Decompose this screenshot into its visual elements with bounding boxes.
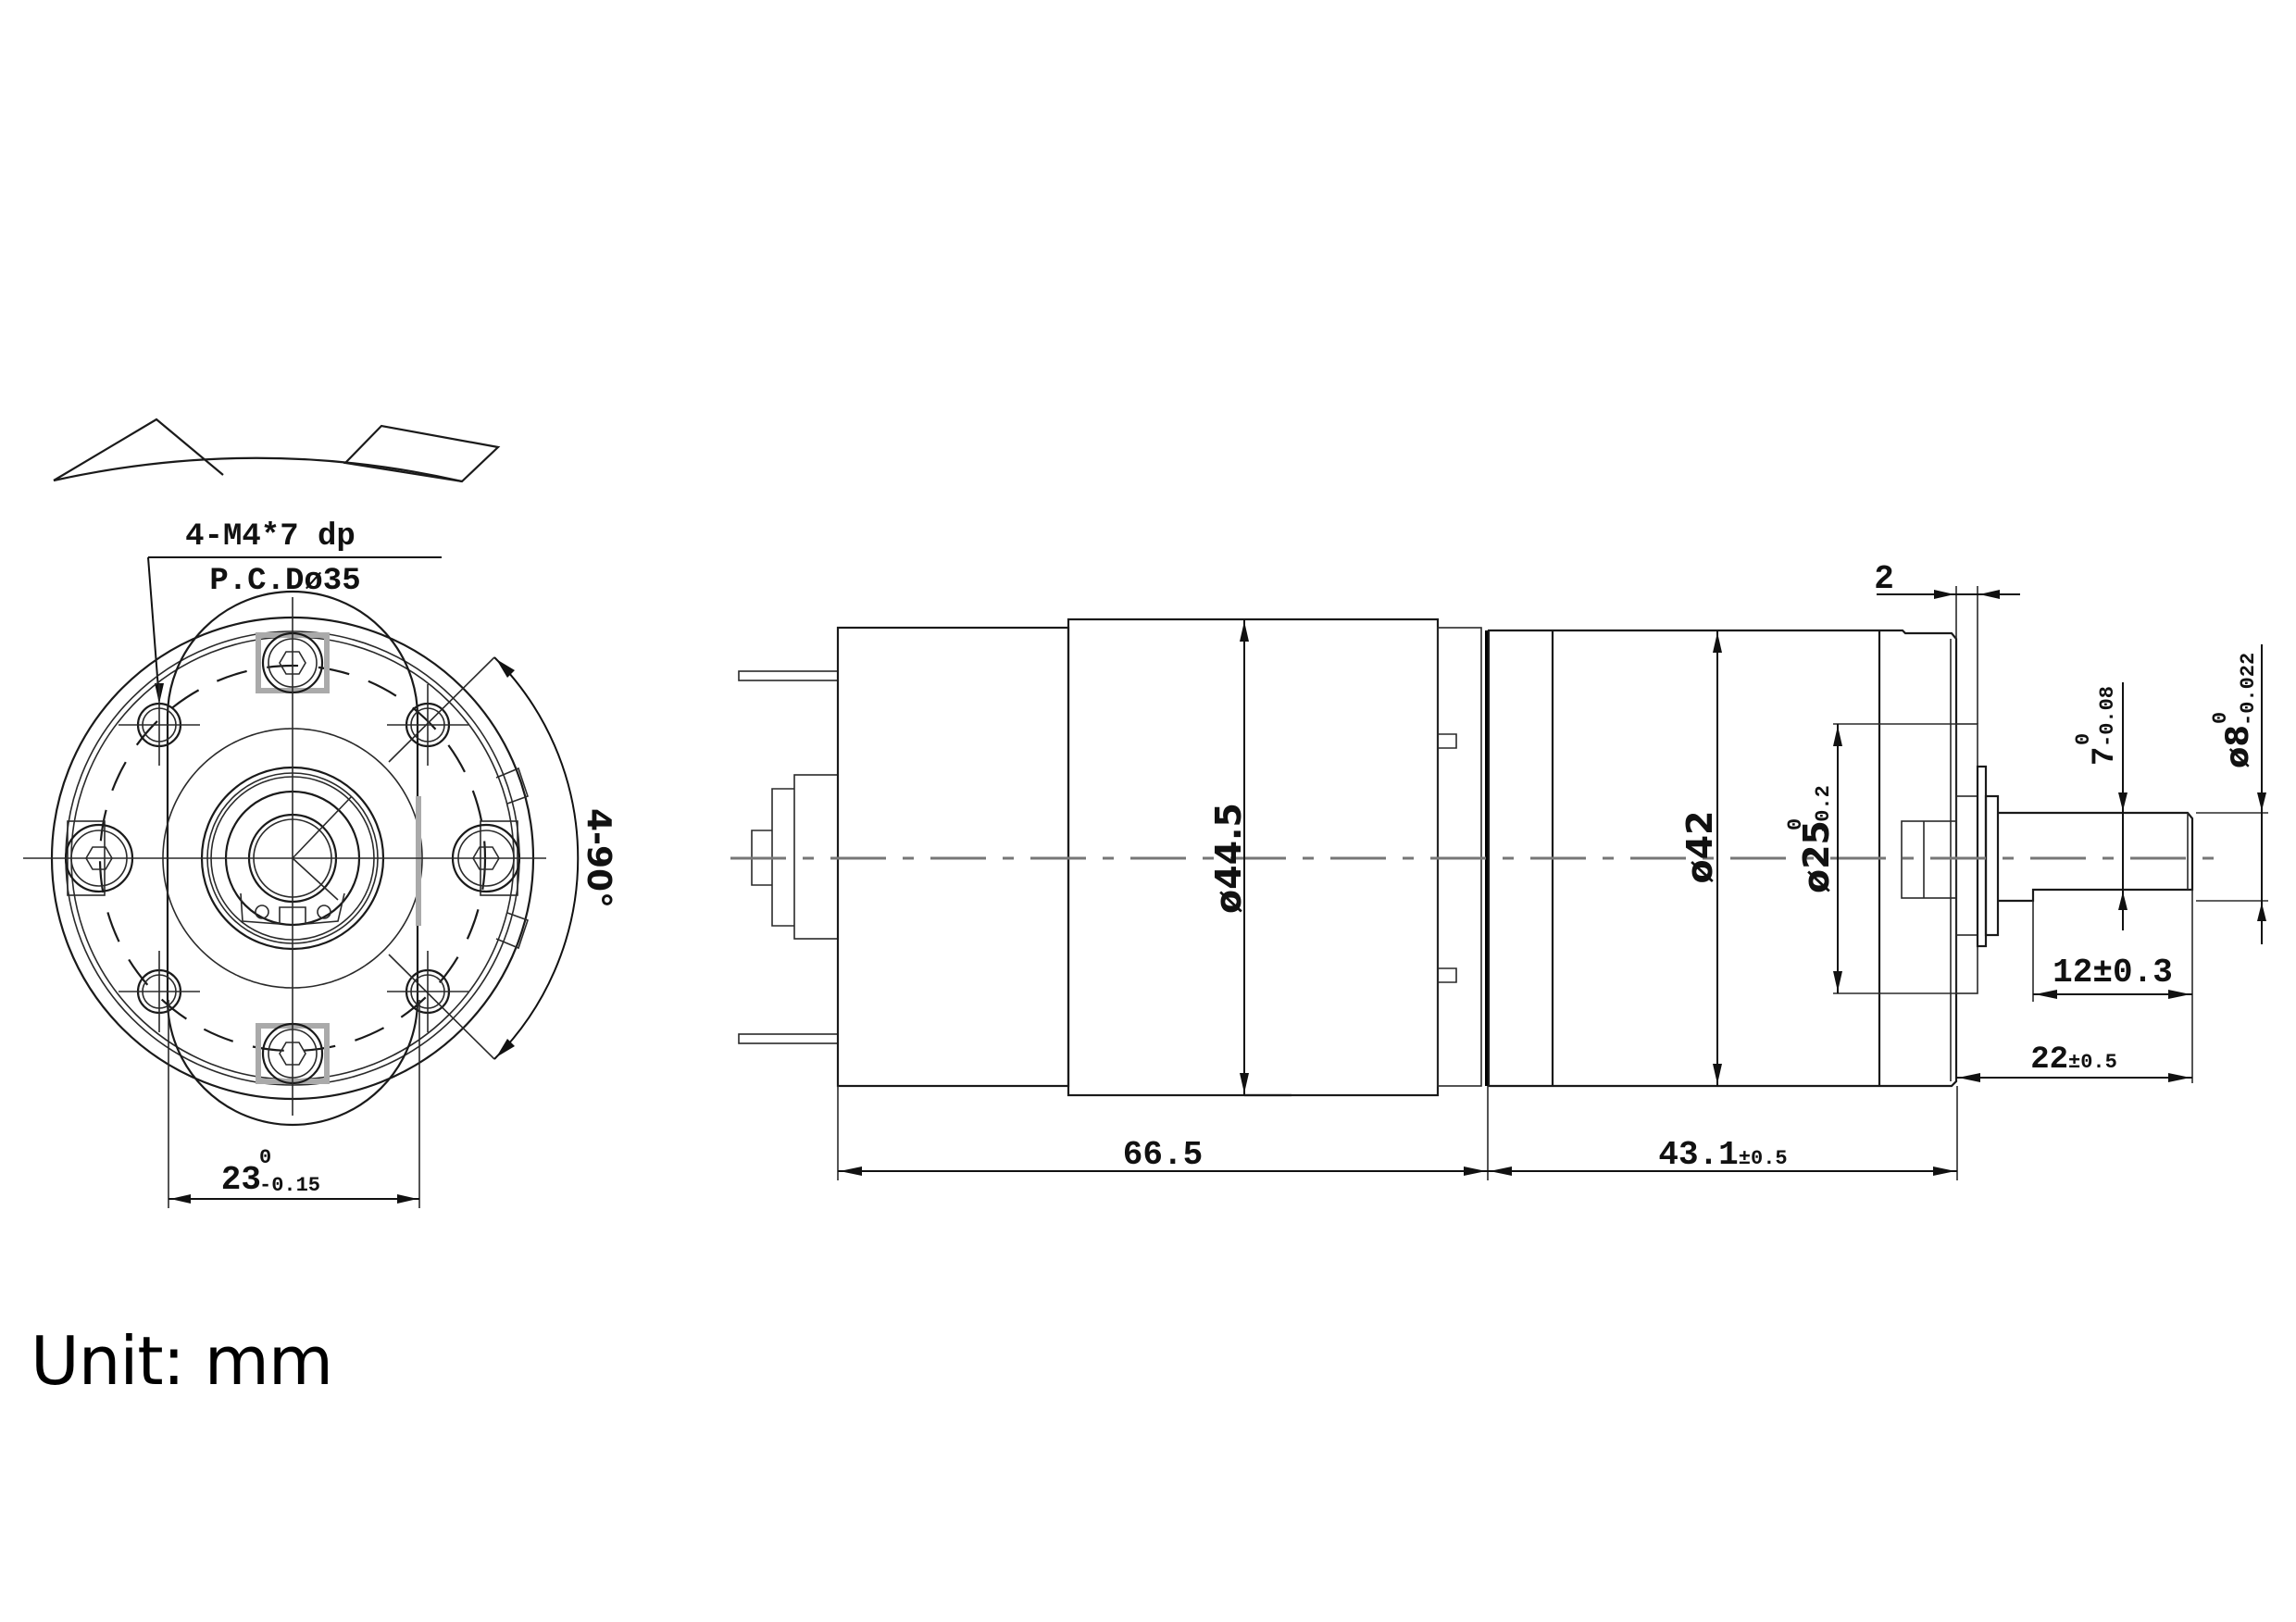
- dim-boss-diameter: ø25 0 -0.2: [1784, 723, 1956, 994]
- thread-callout-text: 4-M4*7 dp: [185, 519, 356, 555]
- dim-motor-diameter: ø44.5: [1208, 619, 1292, 1097]
- shaft-flat-upper-tol: 0: [2072, 733, 2095, 745]
- side-view: ø44.5 ø42 ø25 0 -0.2: [730, 560, 2268, 1180]
- pcd-callout-text: P.C.Dø35: [209, 564, 360, 599]
- shaft-flat-lower-tol: -0.08: [2096, 686, 2119, 747]
- angle-dimension: 4-90°: [388, 656, 618, 1060]
- dim-flat-length: 12±0.3: [2032, 890, 2193, 1083]
- angle-callout-text: 4-90°: [580, 808, 618, 908]
- dim-lengths: 66.5 43.1±0.5: [837, 1086, 1958, 1180]
- gearbox-length-text: 43.1±0.5: [1658, 1136, 1787, 1174]
- flat-length-text: 12±0.3: [2053, 954, 2173, 992]
- dim-shaft-diameter: ø8 0 -0.022: [2196, 644, 2268, 944]
- shaft-diameter-upper-tol: 0: [2209, 712, 2232, 724]
- shaft-diameter-text: ø8: [2219, 725, 2256, 768]
- boss-diameter-text: ø25: [1796, 820, 1837, 893]
- threaded-hole-sw: [119, 951, 200, 1032]
- dim-gearbox-diameter: ø42: [1679, 630, 1722, 1086]
- boss-lower-tol: -0.2: [1812, 785, 1835, 834]
- unit-label: Unit: mm: [31, 1322, 333, 1400]
- break-symbol: [53, 418, 501, 483]
- dim-shaft-flat: 7 0 -0.08: [2072, 682, 2128, 930]
- threaded-hole-nw: [119, 684, 200, 766]
- boss-length-text: 2: [1874, 560, 1894, 598]
- width-dim-lower-tol: -0.15: [259, 1174, 320, 1197]
- threaded-hole-se: [387, 951, 468, 1032]
- width-dim-value: 23: [221, 1161, 261, 1199]
- width-dimension-23: 23 0 -0.15: [168, 1000, 420, 1208]
- threaded-hole-ne: [387, 684, 468, 766]
- dim-shaft-length: 22±0.5: [1956, 1042, 2192, 1082]
- dim-boss-length: 2: [1874, 560, 2020, 724]
- motor-diameter-text: ø44.5: [1208, 803, 1249, 914]
- shaft-length-text: 22±0.5: [2030, 1042, 2117, 1078]
- shaft-diameter-lower-tol: -0.022: [2237, 653, 2260, 726]
- width-dim-upper-tol: 0: [259, 1146, 271, 1169]
- boss-upper-tol: 0: [1784, 818, 1807, 830]
- motor-length-text: 66.5: [1123, 1136, 1203, 1174]
- thread-callout: 4-M4*7 dp P.C.Dø35: [147, 519, 442, 704]
- shaft-flat-text: 7: [2088, 747, 2123, 766]
- front-view: 4-M4*7 dp P.C.Dø35: [23, 418, 618, 1208]
- gearbox-diameter-text: ø42: [1679, 811, 1720, 884]
